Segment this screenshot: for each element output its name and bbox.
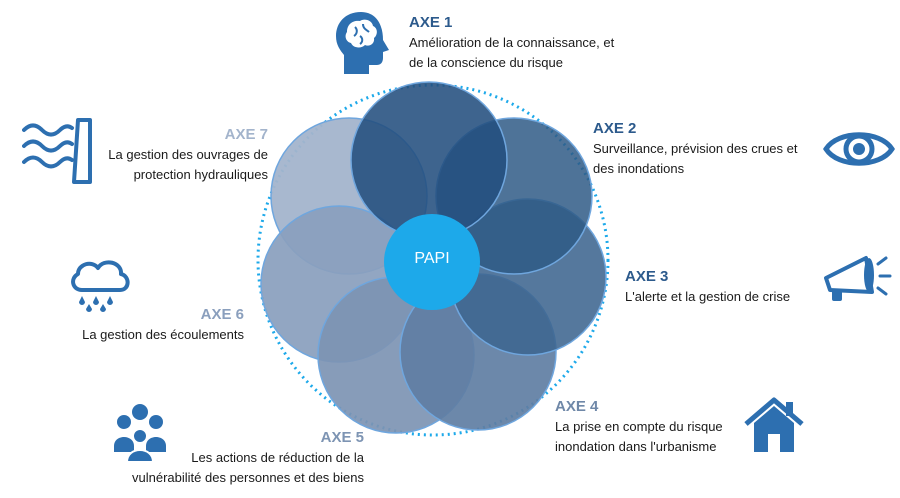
house-icon (744, 397, 804, 452)
axe-7-desc-line1: La gestion des ouvrages de (108, 147, 268, 162)
axe-1-description: Amélioration de la connaissance, et de l… (409, 33, 614, 73)
axe-7-description: La gestion des ouvrages de protection hy… (108, 145, 268, 185)
axe-2-block: AXE 2 Surveillance, prévision des crues … (593, 120, 798, 179)
axe-1-desc-line2: de la conscience du risque (409, 55, 563, 70)
axe-7-desc-line2: protection hydrauliques (133, 167, 268, 182)
axe-5-desc-line1: Les actions de réduction de la (191, 450, 364, 465)
axe-6-description: La gestion des écoulements (82, 325, 244, 345)
axe-3-block: AXE 3 L'alerte et la gestion de crise (625, 268, 790, 307)
axe-5-title: AXE 5 (320, 429, 364, 446)
petals (260, 81, 607, 434)
axe-5-description: Les actions de réduction de la vulnérabi… (132, 448, 364, 488)
axe-4-desc-line2: inondation dans l'urbanisme (555, 439, 717, 454)
axe-3-description: L'alerte et la gestion de crise (625, 287, 790, 307)
axe-3-desc-line1: L'alerte et la gestion de crise (625, 289, 791, 304)
megaphone-icon (824, 256, 892, 301)
axe-5-desc-line2: vulnérabilité des personnes et des biens (132, 470, 364, 485)
people-group-icon (114, 404, 166, 463)
axe-4-block: AXE 4 La prise en compte du risque inond… (555, 398, 723, 457)
axe-6-desc-line1: La gestion des écoulements (82, 327, 244, 342)
axe-2-title: AXE 2 (593, 120, 637, 137)
axe-4-title: AXE 4 (555, 398, 599, 415)
center-circle (384, 214, 480, 310)
axe-3-title: AXE 3 (625, 268, 669, 285)
axe-6-title: AXE 6 (200, 306, 244, 323)
outer-dotted-ring (256, 83, 610, 437)
axe-7-title: AXE 7 (224, 126, 268, 143)
brain-head-icon (336, 12, 389, 74)
axe-1-block: AXE 1 Amélioration de la connaissance, e… (409, 14, 614, 73)
center-label: PAPI (414, 250, 450, 267)
axe-5-block: AXE 5 Les actions de réduction de la vul… (132, 429, 364, 488)
axe-4-desc-line1: La prise en compte du risque (555, 419, 723, 434)
dam-waves-icon (22, 118, 92, 184)
axe-7-block: AXE 7 La gestion des ouvrages de protect… (108, 126, 268, 185)
axe-4-description: La prise en compte du risque inondation … (555, 417, 723, 457)
axe-2-desc-line2: des inondations (593, 161, 685, 176)
axe-2-desc-line1: Surveillance, prévision des crues et (593, 141, 798, 156)
axe-6-block: AXE 6 La gestion des écoulements (82, 306, 244, 345)
axe-1-desc-line1: Amélioration de la connaissance, et (409, 35, 615, 50)
eye-icon (823, 132, 895, 166)
rain-cloud-icon (71, 260, 130, 312)
axe-2-description: Surveillance, prévision des crues et des… (593, 139, 798, 179)
axe-1-title: AXE 1 (409, 14, 453, 31)
